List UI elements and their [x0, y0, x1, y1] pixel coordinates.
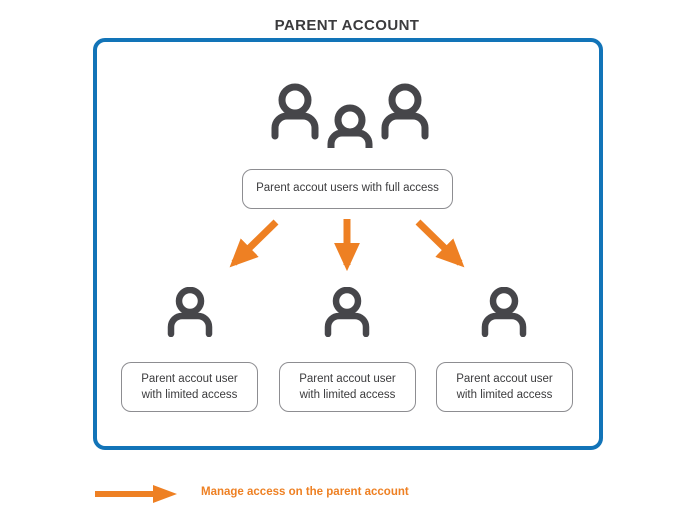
legend: Manage access on the parent account: [93, 483, 513, 507]
page-title: PARENT ACCOUNT: [274, 17, 420, 34]
child-access-label-line1: Parent accout user: [141, 372, 238, 385]
right-arrow-icon: [95, 485, 177, 503]
person-icon: [477, 287, 531, 337]
child-access-box: Parent accout user with limited access: [436, 362, 573, 412]
parent-users-full-access-label: Parent accout users with full access: [256, 182, 439, 195]
child-access-label-line1: Parent accout user: [456, 372, 553, 385]
person-icon: [163, 287, 217, 337]
three-people-icon: [268, 82, 432, 148]
parent-users-full-access-box: Parent accout users with full access: [242, 169, 453, 209]
parent-account-frame: [93, 38, 603, 450]
child-access-box: Parent accout user with limited access: [121, 362, 258, 412]
child-access-label-line1: Parent accout user: [299, 372, 396, 385]
child-access-label-line2: with limited access: [299, 389, 396, 401]
child-access-label-line2: with limited access: [141, 389, 238, 401]
person-icon: [320, 287, 374, 337]
legend-label: Manage access on the parent account: [201, 486, 409, 498]
child-access-label-line2: with limited access: [456, 389, 553, 401]
child-access-box: Parent accout user with limited access: [279, 362, 416, 412]
